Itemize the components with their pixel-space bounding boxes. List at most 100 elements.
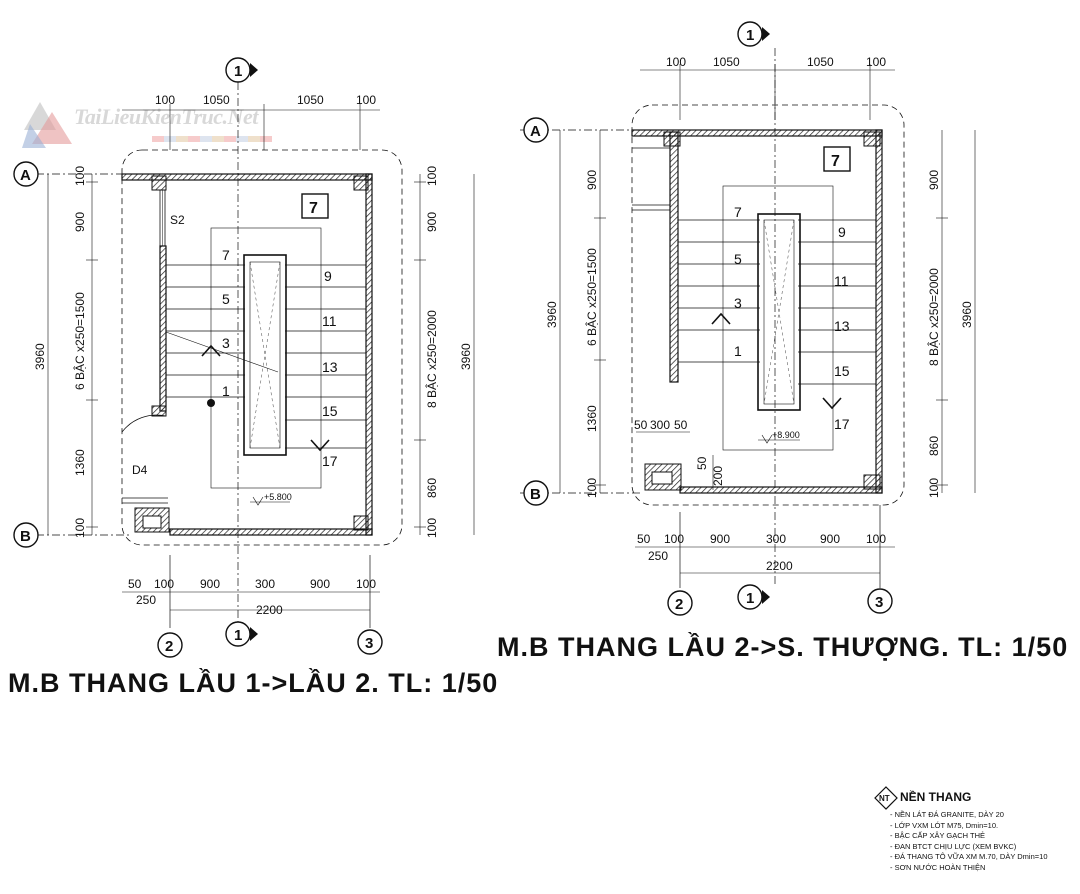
grid-bubble-a: A xyxy=(13,161,39,187)
plan-2-step-label: 1 xyxy=(734,343,742,359)
plan-1-top-dim: 100 xyxy=(356,93,376,107)
plan-1-right-dim: 900 xyxy=(425,212,439,232)
svg-text:2: 2 xyxy=(675,596,683,613)
plan-2-small-dim: 50 xyxy=(695,456,709,470)
legend-item: - BẬC CẤP XÂY GẠCH THẺ xyxy=(890,831,986,841)
plan-2-bottom-dim: 300 xyxy=(766,532,786,546)
svg-text:2: 2 xyxy=(165,638,173,655)
grid-bubble-1-bottom: 1 xyxy=(737,584,770,610)
plan-1-bottom-dim: 900 xyxy=(310,577,330,591)
plan-2-step-label: 13 xyxy=(834,318,850,334)
plan-1-left-dim: 100 xyxy=(73,518,87,538)
svg-text:A: A xyxy=(530,123,541,140)
plan-1-grid-bubbles: A B 1 1 2 3 xyxy=(13,57,383,658)
plan-1-right-dim: 860 xyxy=(425,478,439,498)
plan-1-step-label: 1 xyxy=(222,383,230,399)
plan-2-small-dim: 200 xyxy=(711,466,725,486)
plan-2-small-dim: 50 xyxy=(674,418,688,432)
plan-1-left-dim: 1360 xyxy=(73,449,87,476)
plan-2-level: +8.900 xyxy=(772,430,800,440)
plan-2-grid-bubbles: A B 1 1 2 3 xyxy=(523,21,893,616)
legend-item: - LỚP VXM LÓT M75, Dmin=10. xyxy=(890,820,999,830)
plan-2-bottom-overall: 2200 xyxy=(766,559,793,573)
svg-text:3: 3 xyxy=(365,635,373,652)
plan-2 xyxy=(520,48,976,588)
grid-bubble-b: B xyxy=(13,522,39,548)
plan-1-step-label: 13 xyxy=(322,359,338,375)
plan-1-right-dim: 8 BẬC x250=2000 xyxy=(424,310,439,408)
plan-2-room-tag: 7 xyxy=(831,153,840,170)
plan-2-right-overall: 3960 xyxy=(960,301,974,328)
grid-bubble-2: 2 xyxy=(667,590,693,616)
plan-1-step-label: 17 xyxy=(322,453,338,469)
svg-text:3: 3 xyxy=(875,594,883,611)
plan-2-right-dim: 860 xyxy=(927,436,941,456)
grid-bubble-a: A xyxy=(523,117,549,143)
plan-1-room-tag-box xyxy=(301,193,329,219)
grid-bubble-3: 3 xyxy=(357,629,383,655)
plan-1-bottom-dim: 100 xyxy=(154,577,174,591)
plan-2-title: M.B THANG LẦU 2->S. THƯỢNG. TL: 1/50 xyxy=(497,632,1069,662)
plan-2-right-dim: 900 xyxy=(927,170,941,190)
grid-bubble-1-bottom: 1 xyxy=(225,621,258,647)
plan-2-step-label: 3 xyxy=(734,295,742,311)
plan-2-top-dim: 1050 xyxy=(807,55,834,69)
plan-1-window-label: S2 xyxy=(170,213,185,227)
plan-1-step-label: 7 xyxy=(222,247,230,263)
plan-2-bottom-dim: 100 xyxy=(866,532,886,546)
plan-2-bottom-dim: 900 xyxy=(710,532,730,546)
svg-text:1: 1 xyxy=(234,627,242,644)
plan-2-step-label: 7 xyxy=(734,204,742,220)
svg-text:1: 1 xyxy=(234,63,242,80)
svg-text:B: B xyxy=(20,528,31,545)
plan-1-bottom-extra: 250 xyxy=(136,593,156,607)
legend-item: - SƠN NƯỚC HOÀN THIỆN xyxy=(890,862,986,872)
plan-1-top-dim: 1050 xyxy=(297,93,324,107)
plan-1-step-label: 15 xyxy=(322,403,338,419)
plan-1-step-label: 11 xyxy=(322,313,337,329)
plan-2-small-dim: 50 xyxy=(634,418,648,432)
plan-2-left-dim: 6 BẬC x250=1500 xyxy=(584,248,599,346)
plan-1-bottom-dim: 300 xyxy=(255,577,275,591)
plan-2-top-dim: 100 xyxy=(866,55,886,69)
plan-2-right-dim: 8 BẬC x250=2000 xyxy=(926,268,941,366)
plan-2-left-dim: 1360 xyxy=(585,405,599,432)
legend-tag: NT xyxy=(879,794,890,803)
plan-1-bottom-dim: 900 xyxy=(200,577,220,591)
plan-2-top-dim: 1050 xyxy=(713,55,740,69)
plan-2-left-overall: 3960 xyxy=(545,301,559,328)
plan-1-right-dim: 100 xyxy=(425,518,439,538)
legend-item: - ĐAN BTCT CHỊU LỰC (XEM BVKC) xyxy=(890,841,1017,851)
plan-2-right-dim: 100 xyxy=(927,478,941,498)
plan-2-left-dim: 900 xyxy=(585,170,599,190)
plan-1-level: +5.800 xyxy=(264,492,292,502)
plan-2-left-dim: 100 xyxy=(585,478,599,498)
plan-1-door-label: D4 xyxy=(132,463,148,477)
watermark: TaiLieuKienTruc.Net xyxy=(22,100,272,150)
grid-bubble-1-top: 1 xyxy=(225,57,258,83)
plan-2-bottom-extra: 250 xyxy=(648,549,668,563)
plan-1-right-dim: 100 xyxy=(425,166,439,186)
plan-1 xyxy=(20,82,475,628)
plan-1-step-label: 5 xyxy=(222,291,230,307)
plan-1-bottom-overall: 2200 xyxy=(256,603,283,617)
watermark-text: TaiLieuKienTruc.Net xyxy=(74,104,258,129)
plan-2-bottom-dim: 100 xyxy=(664,532,684,546)
legend-tag-icon: NT xyxy=(874,786,898,810)
plan-1-left-dim: 6 BẬC x250=1500 xyxy=(72,292,87,390)
legend-title: NỀN THANG xyxy=(900,790,972,804)
svg-text:A: A xyxy=(20,167,31,184)
grid-bubble-1-top: 1 xyxy=(737,21,770,47)
plan-2-bottom-dim: 50 xyxy=(637,532,651,546)
watermark-bar xyxy=(152,136,272,142)
plan-2-small-dim: 300 xyxy=(650,418,670,432)
plan-1-left-dim: 100 xyxy=(73,166,87,186)
plan-2-top-dim: 100 xyxy=(666,55,686,69)
plan-1-bottom-dim: 50 xyxy=(128,577,142,591)
grid-bubble-2: 2 xyxy=(157,632,183,658)
plan-1-step-label: 3 xyxy=(222,335,230,351)
plan-2-step-label: 5 xyxy=(734,251,742,267)
finish-legend: NT NỀN THANG - NỀN LÁT ĐÁ GRANITE, DÀY 2… xyxy=(872,784,1072,884)
svg-text:1: 1 xyxy=(746,590,754,607)
